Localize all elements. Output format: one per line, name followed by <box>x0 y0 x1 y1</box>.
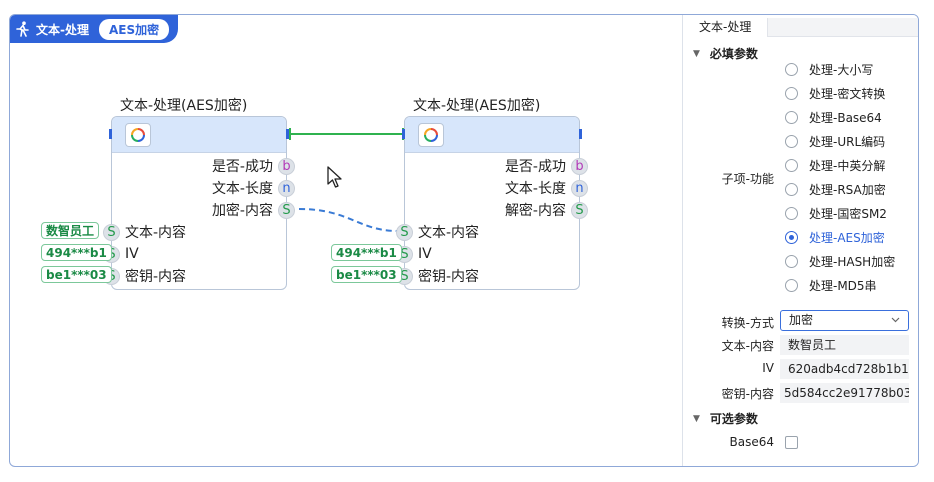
node-1-output-encrypted[interactable]: 加密-内容 S <box>212 200 295 220</box>
node-1-chip-text[interactable]: 数智员工 <box>41 222 100 239</box>
node-2-in-port[interactable] <box>402 129 405 139</box>
node-2[interactable]: 是否-成功 b 文本-长度 n 解密-内容 S S 文本-内容 S IV S 密… <box>396 116 588 290</box>
radio-icon[interactable] <box>785 86 798 100</box>
iv-field[interactable]: 620adb4cd728b1b1 <box>780 359 909 379</box>
string-port-icon[interactable]: S <box>278 201 295 219</box>
refresh-cycle-icon <box>125 123 151 147</box>
radio-icon[interactable] <box>785 134 798 148</box>
running-person-icon <box>16 21 29 37</box>
string-port-icon[interactable]: S <box>396 223 413 241</box>
node-1[interactable]: 是否-成功 b 文本-长度 n 加密-内容 S S 文本-内容 S IV S 密… <box>103 116 295 290</box>
node-1-out-port[interactable] <box>286 129 289 139</box>
collapse-triangle-icon[interactable]: ▼ <box>693 48 700 59</box>
bool-port-icon[interactable]: b <box>278 157 295 175</box>
number-port-icon[interactable]: n <box>571 179 588 197</box>
radio-icon[interactable] <box>785 206 798 220</box>
tab-text-process[interactable]: 文本-处理 <box>683 18 769 37</box>
flow-canvas[interactable]: 文本-处理 AES加密 文本-处理(AES加密) <box>10 15 682 466</box>
radio-icon[interactable] <box>785 158 798 172</box>
option-cipher-convert[interactable]: 处理-密文转换 <box>785 83 885 103</box>
node-2-output-success[interactable]: 是否-成功 b <box>505 156 588 176</box>
required-section-header[interactable]: ▼ 必填参数 <box>693 47 758 61</box>
text-field[interactable]: 数智员工 <box>780 335 909 355</box>
node-1-header[interactable] <box>109 117 289 153</box>
bool-port-icon[interactable]: b <box>571 157 588 175</box>
node-1-chip-key[interactable]: be1***03 <box>41 266 112 283</box>
mouse-pointer-icon <box>327 166 342 188</box>
option-base64[interactable]: 处理-Base64 <box>785 107 882 127</box>
option-case[interactable]: 处理-大小写 <box>785 59 873 79</box>
radio-icon[interactable] <box>785 110 798 124</box>
key-field[interactable]: 5d584cc2e91778b03 <box>780 383 909 403</box>
refresh-cycle-icon <box>418 123 444 147</box>
radio-icon[interactable] <box>785 182 798 196</box>
mode-label: 转换-方式 <box>721 316 774 330</box>
node-2-input-key[interactable]: S 密钥-内容 <box>396 266 479 286</box>
connection-dashed[interactable] <box>298 208 399 232</box>
base64-checkbox[interactable] <box>785 436 798 449</box>
radio-selected-icon[interactable] <box>785 230 798 244</box>
node-2-chip-key[interactable]: be1***03 <box>331 266 402 283</box>
node-1-in-port[interactable] <box>109 129 112 139</box>
node-1-output-length[interactable]: 文本-长度 n <box>212 178 295 198</box>
option-md5[interactable]: 处理-MD5串 <box>785 275 877 295</box>
node-2-output-decrypted[interactable]: 解密-内容 S <box>505 200 588 220</box>
radio-icon[interactable] <box>785 254 798 268</box>
node-1-title: 文本-处理(AES加密) <box>120 98 248 114</box>
node-1-input-text[interactable]: S 文本-内容 <box>103 222 186 242</box>
flow-header-title: 文本-处理 <box>36 22 89 37</box>
string-port-icon[interactable]: S <box>103 223 120 241</box>
option-sm2[interactable]: 处理-国密SM2 <box>785 203 887 223</box>
collapse-triangle-icon[interactable]: ▼ <box>693 413 700 424</box>
node-2-header[interactable] <box>402 117 582 153</box>
panel-tabbar: 文本-处理 <box>683 18 918 37</box>
function-label: 子项-功能 <box>721 172 774 186</box>
node-2-title: 文本-处理(AES加密) <box>413 98 541 114</box>
text-label: 文本-内容 <box>721 339 774 353</box>
node-2-chip-iv[interactable]: 494***b1 <box>331 244 402 261</box>
editor-frame: 文本-处理 AES加密 文本-处理(AES加密) <box>9 14 919 467</box>
mode-select[interactable]: 加密 <box>780 310 909 331</box>
option-url-encode[interactable]: 处理-URL编码 <box>785 131 885 151</box>
flow-header-badge[interactable]: AES加密 <box>98 18 170 40</box>
properties-panel: 文本-处理 ▼ 必填参数 子项-功能 处理-大小写 处理-密文转换 处理-Bas… <box>682 15 918 466</box>
option-rsa[interactable]: 处理-RSA加密 <box>785 179 886 199</box>
flow-header: 文本-处理 AES加密 <box>10 15 178 43</box>
chevron-down-icon[interactable] <box>891 317 900 323</box>
node-2-out-port[interactable] <box>579 129 582 139</box>
node-2-input-text[interactable]: S 文本-内容 <box>396 222 479 242</box>
optional-section-header[interactable]: ▼ 可选参数 <box>693 412 758 426</box>
option-hash[interactable]: 处理-HASH加密 <box>785 251 895 271</box>
string-port-icon[interactable]: S <box>571 201 588 219</box>
base64-label: Base64 <box>729 435 775 449</box>
radio-icon[interactable] <box>785 62 798 76</box>
node-1-input-key[interactable]: S 密钥-内容 <box>103 266 186 286</box>
radio-icon[interactable] <box>785 278 798 292</box>
option-aes[interactable]: 处理-AES加密 <box>785 227 885 247</box>
node-1-chip-iv[interactable]: 494***b1 <box>41 244 112 261</box>
node-2-output-length[interactable]: 文本-长度 n <box>505 178 588 198</box>
node-1-output-success[interactable]: 是否-成功 b <box>212 156 295 176</box>
option-cn-en-split[interactable]: 处理-中英分解 <box>785 155 885 175</box>
iv-label: IV <box>762 361 774 375</box>
number-port-icon[interactable]: n <box>278 179 295 197</box>
key-label: 密钥-内容 <box>721 387 774 401</box>
